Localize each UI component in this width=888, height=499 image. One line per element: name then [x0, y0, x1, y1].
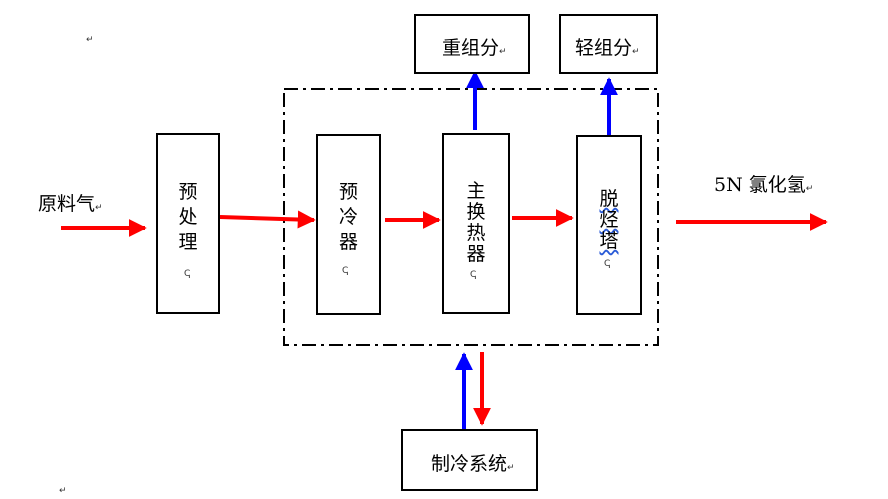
heavy-component-label: 重组分: [442, 37, 500, 59]
heavy-component-box: 重组分↵: [414, 14, 530, 74]
product-label: 5N 氯化氢↵: [714, 174, 814, 196]
line-break-mark: ↅ: [470, 270, 477, 280]
line-break-mark: ↅ: [184, 269, 191, 279]
pretreatment-to-precooler-arrow: [219, 210, 316, 229]
precooler-box: 预 冷 器 ↅ: [316, 134, 381, 315]
light-component-label: 轻组分: [575, 37, 633, 59]
main-heat-exchanger-box: 主 换 热 器 ↅ: [442, 133, 510, 314]
column-char: 塔: [599, 230, 619, 252]
dehydrocarbon-column-box: 脱 烃 塔 ↅ: [576, 135, 642, 315]
precooler-char: 器: [338, 231, 358, 253]
exchanger-char: 器: [466, 243, 486, 265]
line-break-mark: ↅ: [604, 259, 611, 269]
cold-box-boundary: [283, 88, 659, 346]
precooler-char: 冷: [338, 206, 358, 228]
refrigeration-system-box: 制冷系统↵: [401, 429, 538, 491]
exchanger-char: 换: [466, 201, 486, 223]
pretreatment-char: 理: [178, 231, 198, 253]
paragraph-mark: ↵: [86, 35, 94, 45]
pretreatment-char: 预: [178, 181, 198, 203]
column-char: 烃: [599, 209, 619, 231]
exchanger-char: 主: [466, 180, 486, 202]
pretreatment-char: 处: [178, 206, 198, 228]
precooler-char: 预: [338, 181, 358, 203]
column-char: 脱: [599, 188, 619, 210]
line-break-mark: ↅ: [342, 266, 349, 276]
refrigeration-system-label: 制冷系统: [431, 453, 508, 475]
exchanger-char: 热: [466, 222, 486, 244]
light-component-box: 轻组分↵: [559, 14, 658, 74]
pretreatment-box: 预 处 理 ↅ: [156, 133, 220, 314]
paragraph-mark: ↵: [59, 486, 67, 496]
feed-gas-label: 原料气↵: [38, 193, 103, 215]
